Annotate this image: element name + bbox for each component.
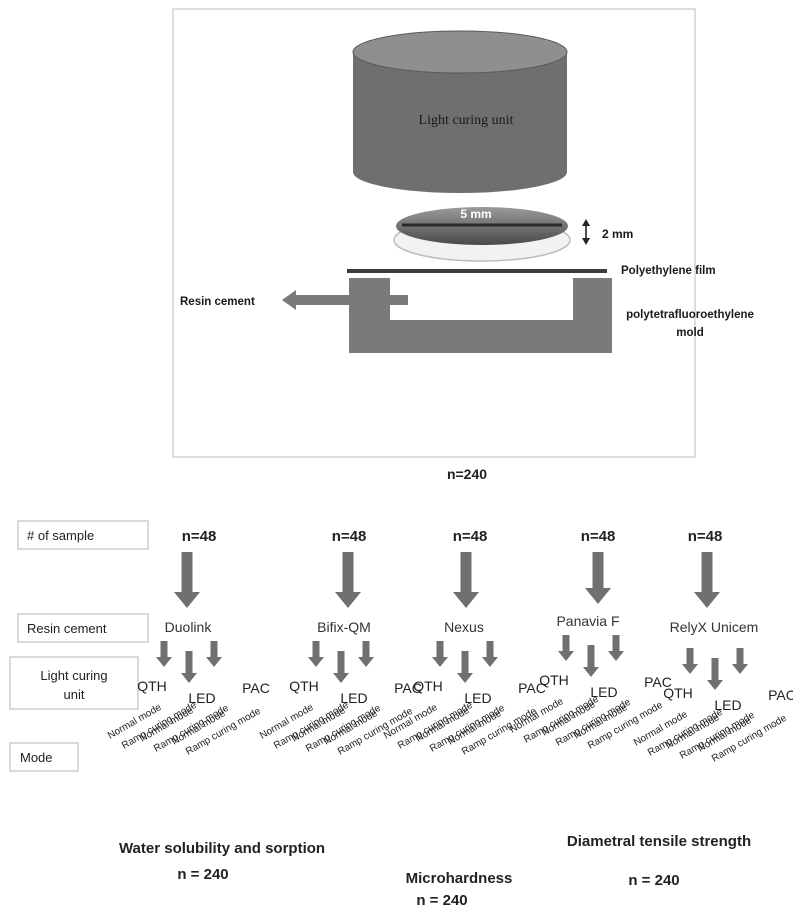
row-label-resin: Resin cement <box>17 613 149 643</box>
group-down-arrow <box>453 552 479 608</box>
specimen-disk: 5 mm <box>393 207 571 262</box>
curing-unit-label: LED <box>714 697 741 713</box>
svg-text:# of sample: # of sample <box>27 528 94 543</box>
unit-down-arrow <box>432 641 448 667</box>
test-name-water: Water solubility and sorption <box>119 840 325 857</box>
unit-down-arrow <box>333 651 349 683</box>
unit-down-arrow <box>707 658 723 690</box>
thickness-indicator: 2 mm <box>582 219 633 245</box>
resin-cement-arrow <box>282 290 408 310</box>
test-name-microhardness: Microhardness <box>406 870 513 887</box>
unit-down-arrow <box>181 651 197 683</box>
total-n: n=240 <box>447 466 487 482</box>
unit-down-arrow <box>358 641 374 667</box>
cement-name: Nexus <box>444 619 484 635</box>
group-down-arrow <box>335 552 361 608</box>
mold-label-line2: mold <box>676 327 703 339</box>
curing-unit-label: QTH <box>289 678 319 694</box>
cement-name: RelyX Unicem <box>670 619 759 635</box>
unit-down-arrow <box>608 635 624 661</box>
polyethylene-film <box>347 269 607 273</box>
svg-text:Light curing: Light curing <box>40 668 107 683</box>
curing-unit-label: PAC <box>518 680 546 696</box>
ptfe-mold <box>349 278 612 353</box>
cement-name: Duolink <box>165 619 213 635</box>
unit-down-arrow <box>583 645 599 677</box>
curing-unit-label: PAC <box>242 680 270 696</box>
curing-unit-label: PAC <box>768 687 793 703</box>
group-n: n=48 <box>182 528 217 545</box>
test-n-dts: n = 240 <box>628 872 679 889</box>
unit-down-arrow <box>682 648 698 674</box>
film-label: Polyethylene film <box>621 265 716 277</box>
group-n: n=48 <box>688 528 723 545</box>
curing-unit-label: QTH <box>137 678 167 694</box>
curing-unit-label: LED <box>590 684 617 700</box>
row-label-mode: Mode <box>9 742 79 772</box>
cement-name: Panavia F <box>556 613 619 629</box>
mold-label-line1: polytetrafluoroethylene <box>626 309 754 321</box>
lcu-label: Light curing unit <box>419 113 514 128</box>
test-name-dts: Diametral tensile strength <box>567 833 751 850</box>
cement-name: Bifix-QM <box>317 619 371 635</box>
test-n-microhardness: n = 240 <box>416 892 467 909</box>
curing-unit-label: LED <box>464 690 491 706</box>
row-label-sample: # of sample <box>17 520 149 550</box>
group-n: n=48 <box>581 528 616 545</box>
test-n-water: n = 240 <box>177 866 228 883</box>
curing-unit-label: PAC <box>644 674 672 690</box>
unit-down-arrow <box>206 641 222 667</box>
svg-text:Mode: Mode <box>20 750 53 765</box>
thickness-label: 2 mm <box>602 227 633 241</box>
group-n: n=48 <box>332 528 367 545</box>
group-down-arrow <box>174 552 200 608</box>
curing-unit-label: QTH <box>539 672 569 688</box>
unit-down-arrow <box>482 641 498 667</box>
unit-down-arrow <box>156 641 172 667</box>
unit-down-arrow <box>308 641 324 667</box>
curing-unit-label: LED <box>340 690 367 706</box>
curing-unit-label: QTH <box>413 678 443 694</box>
curing-unit-label: PAC <box>394 680 422 696</box>
diameter-label: 5 mm <box>460 207 491 221</box>
unit-down-arrow <box>732 648 748 674</box>
curing-unit-label: QTH <box>663 685 693 701</box>
group-down-arrow <box>585 552 611 604</box>
group-down-arrow <box>694 552 720 608</box>
unit-down-arrow <box>558 635 574 661</box>
svg-text:Resin cement: Resin cement <box>27 621 107 636</box>
svg-text:unit: unit <box>64 687 85 702</box>
group-n: n=48 <box>453 528 488 545</box>
row-label-lcu: Light curing unit <box>9 656 139 710</box>
resin-label: Resin cement <box>180 296 255 308</box>
curing-unit-label: LED <box>188 690 215 706</box>
light-curing-unit: Light curing unit <box>352 30 568 193</box>
unit-down-arrow <box>457 651 473 683</box>
